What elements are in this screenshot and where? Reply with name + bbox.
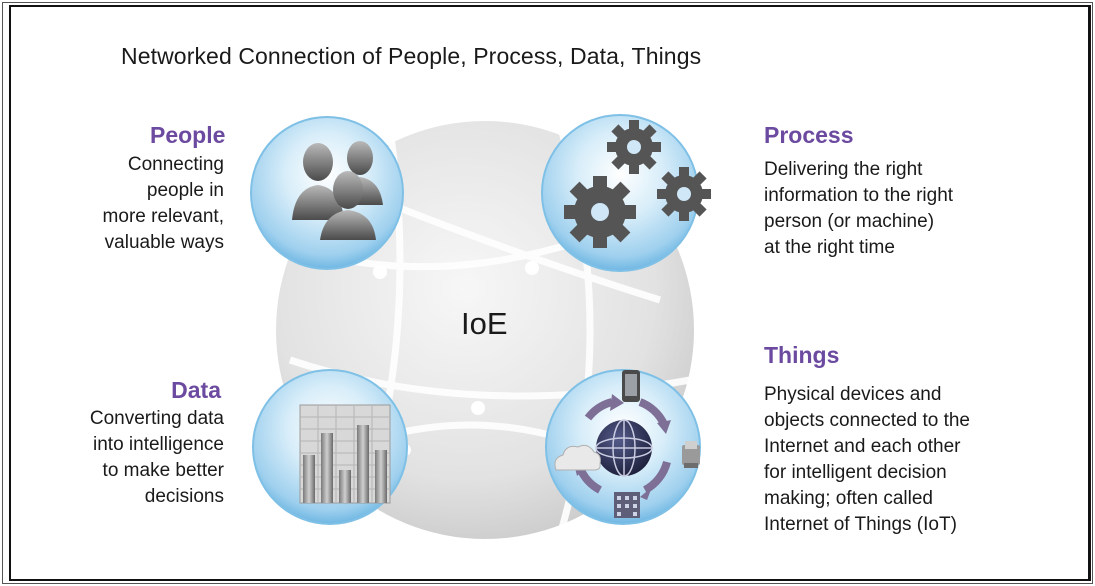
people-line: more relevant, xyxy=(102,206,224,227)
process-line: person (or machine) xyxy=(764,211,935,232)
things-description: Physical devices and objects connected t… xyxy=(764,382,970,538)
people-description: Connecting people in more relevant, valu… xyxy=(103,152,224,256)
things-line: Internet of Things (IoT) xyxy=(764,514,957,535)
process-heading: Process xyxy=(764,122,854,148)
process-bubble xyxy=(541,114,711,272)
connected-devices-icon xyxy=(554,370,700,518)
things-heading: Things xyxy=(764,342,840,368)
data-line: decisions xyxy=(144,486,224,507)
things-line: objects connected to the xyxy=(764,410,970,431)
people-line: people in xyxy=(146,180,224,201)
people-heading: People xyxy=(150,122,226,148)
people-bubble xyxy=(250,116,404,270)
data-description: Converting data into intelligence to mak… xyxy=(90,406,224,510)
data-heading: Data xyxy=(171,377,221,403)
diagram-title: Networked Connection of People, Process,… xyxy=(121,43,702,69)
things-line: for intelligent decision xyxy=(764,462,947,483)
data-line: into intelligence xyxy=(93,434,224,455)
process-line: at the right time xyxy=(764,237,895,258)
things-bubble xyxy=(545,369,701,525)
center-label: IoE xyxy=(461,306,508,341)
things-line: making; often called xyxy=(764,488,933,509)
people-line: Connecting xyxy=(127,154,224,175)
process-description: Delivering the right information to the … xyxy=(764,157,953,261)
people-line: valuable ways xyxy=(104,232,224,253)
people-icon xyxy=(292,141,383,240)
things-line: Physical devices and xyxy=(764,384,942,405)
bar-chart-icon xyxy=(299,404,391,504)
data-bubble xyxy=(252,369,408,525)
data-line: to make better xyxy=(102,460,224,481)
data-line: Converting data xyxy=(89,408,224,429)
process-line: Delivering the right xyxy=(764,159,923,180)
process-line: information to the right xyxy=(764,185,954,206)
things-line: Internet and each other xyxy=(764,436,961,457)
